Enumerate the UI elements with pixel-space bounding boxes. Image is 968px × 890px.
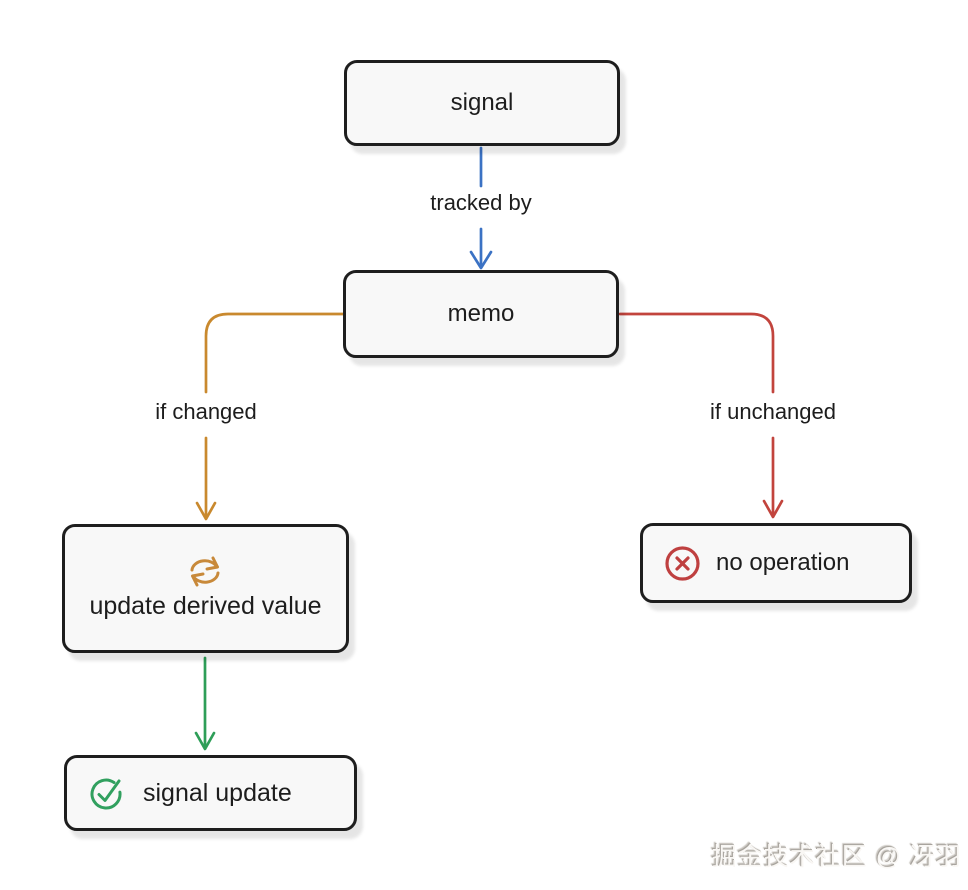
node-update-derived-value-label: update derived value bbox=[89, 592, 322, 620]
node-signal-update-label: signal update bbox=[143, 778, 292, 807]
node-no-operation: no operation bbox=[640, 523, 912, 603]
arrowhead-down-icon bbox=[469, 250, 493, 270]
arrowhead-down-icon bbox=[194, 731, 216, 751]
node-signal-label: signal bbox=[450, 89, 514, 116]
edge-update-to-signal-update bbox=[194, 656, 216, 751]
node-signal-update: signal update bbox=[64, 755, 357, 831]
arrowhead-down-icon bbox=[195, 501, 217, 521]
sync-icon bbox=[187, 556, 224, 587]
check-circle-icon bbox=[89, 775, 125, 811]
edge-memo-to-update bbox=[195, 312, 345, 521]
edge-signal-to-memo bbox=[469, 146, 493, 270]
edge-label-tracked-by: tracked by bbox=[430, 190, 532, 215]
node-signal: signal bbox=[344, 60, 620, 146]
node-no-operation-label: no operation bbox=[716, 549, 850, 576]
x-circle-icon bbox=[663, 544, 702, 583]
arrowhead-down-icon bbox=[762, 499, 784, 519]
edge-label-if-changed: if changed bbox=[155, 399, 257, 424]
watermark-text: 掘金技术社区 @ 冴羽 bbox=[711, 843, 962, 871]
node-memo: memo bbox=[343, 270, 619, 358]
edge-memo-to-no-operation bbox=[618, 312, 784, 519]
edge-label-if-unchanged: if unchanged bbox=[710, 399, 836, 424]
node-memo-label: memo bbox=[447, 300, 515, 327]
node-update-derived-value: update derived value bbox=[62, 524, 349, 653]
